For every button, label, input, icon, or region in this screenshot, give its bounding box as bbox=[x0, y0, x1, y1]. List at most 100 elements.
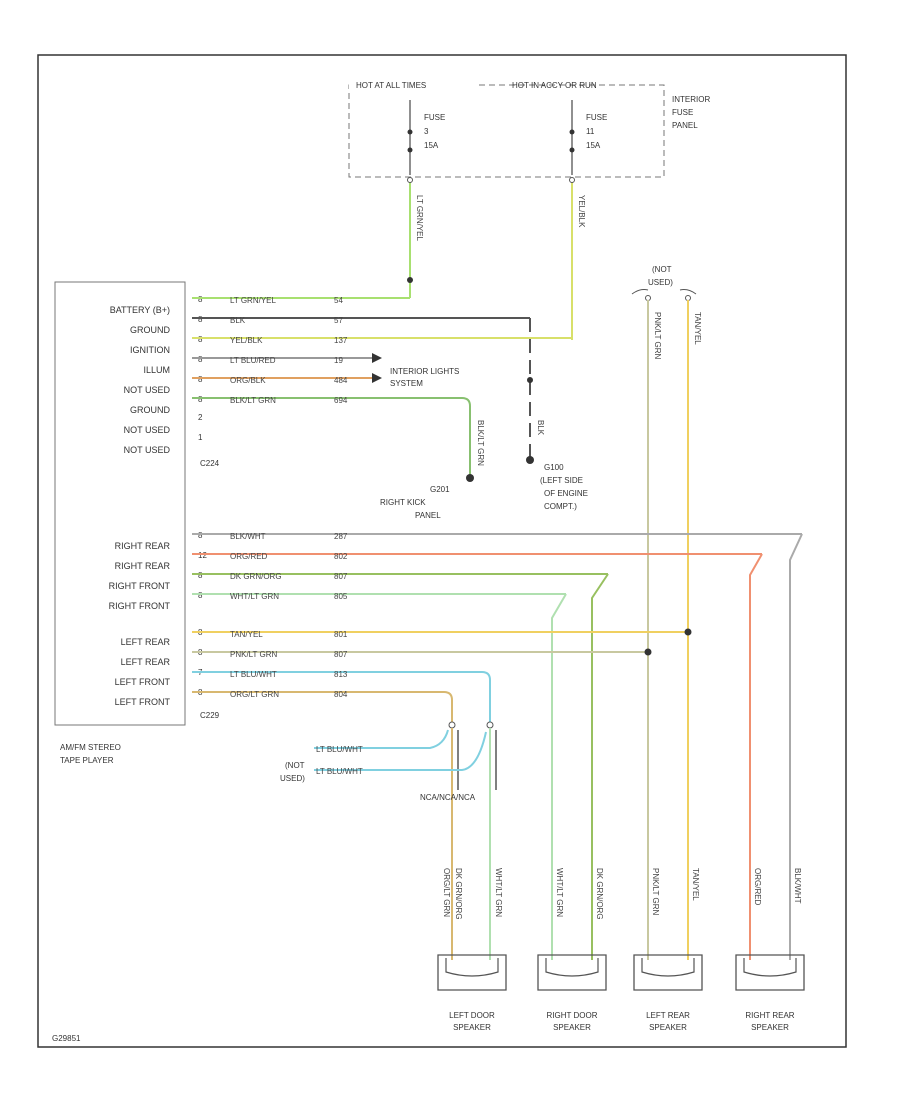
wire-circuit-label: 137 bbox=[334, 336, 348, 345]
c229-wires: BLK/WHT 287 ORG/RED 802 DK GRN/ORG 807 W… bbox=[192, 532, 803, 960]
speaker-name-2: SPEAKER bbox=[553, 1023, 591, 1032]
fuse-3-name: FUSE bbox=[424, 113, 445, 122]
pin-number: 8 bbox=[198, 571, 203, 580]
connector-id-c224: C224 bbox=[200, 459, 220, 468]
wire-label-fuse11: YEL/BLK bbox=[577, 195, 586, 228]
wire-circuit-label: 802 bbox=[334, 552, 348, 561]
pin-label: LEFT REAR bbox=[121, 637, 171, 647]
wire-circuit-label: 54 bbox=[334, 296, 343, 305]
hot-at-all-times-label: HOT AT ALL TIMES bbox=[356, 81, 426, 90]
pin-label: NOT USED bbox=[124, 445, 171, 455]
speaker-wire-label: DK GRN/ORG bbox=[595, 868, 604, 920]
not-used-top-2: USED) bbox=[648, 278, 673, 287]
pin-label: GROUND bbox=[130, 405, 170, 415]
fuse-panel-label-3: PANEL bbox=[672, 121, 698, 130]
connector-c224: BATTERY (B+) GROUND IGNITION ILLUM NOT U… bbox=[110, 295, 220, 468]
splice-label: NCA/NCA/NCA bbox=[420, 793, 476, 802]
speaker-right-door: RIGHT DOOR SPEAKER bbox=[537, 954, 607, 1032]
speaker-wire-label: BLK/WHT bbox=[793, 868, 802, 904]
speaker-wire-label: PNK/LT GRN bbox=[651, 868, 660, 915]
wire-color-label: ORG/RED bbox=[230, 552, 268, 561]
pin-label: RIGHT FRONT bbox=[109, 601, 171, 611]
speaker-name-1: RIGHT DOOR bbox=[547, 1011, 598, 1020]
wire-circuit-label: 801 bbox=[334, 630, 348, 639]
pin-label: IGNITION bbox=[130, 345, 170, 355]
pin-label: ILLUM bbox=[143, 365, 170, 375]
wire-color-label: TAN/YEL bbox=[230, 630, 263, 639]
pin-label: RIGHT REAR bbox=[115, 541, 171, 551]
speaker-wire-label: ORG/RED bbox=[753, 868, 762, 906]
wire-color-label: LT BLU/WHT bbox=[230, 670, 277, 679]
speaker-name-1: LEFT REAR bbox=[646, 1011, 690, 1020]
wire-circuit-label: 805 bbox=[334, 592, 348, 601]
interior-lights-label-2: SYSTEM bbox=[390, 379, 423, 388]
radio-label-1: AM/FM STEREO bbox=[60, 743, 121, 752]
pin-label: LEFT FRONT bbox=[115, 697, 171, 707]
wire-color-label: ORG/LT GRN bbox=[230, 690, 279, 699]
radio-label-2: TAPE PLAYER bbox=[60, 756, 114, 765]
wire-circuit-label: 694 bbox=[334, 396, 348, 405]
interior-lights-label-1: INTERIOR LIGHTS bbox=[390, 367, 459, 376]
pin-label: LEFT FRONT bbox=[115, 677, 171, 687]
ground-g100-line3: COMPT.) bbox=[544, 502, 577, 511]
pin-label: NOT USED bbox=[124, 385, 171, 395]
speaker-wire-label: ORG/LT GRN bbox=[442, 868, 451, 917]
pin-number: 8 bbox=[198, 355, 203, 364]
wire-color-label: ORG/BLK bbox=[230, 376, 266, 385]
wire-color-label: LT BLU/RED bbox=[230, 356, 276, 365]
speaker-name-1: LEFT DOOR bbox=[449, 1011, 495, 1020]
wire-color-label: LT GRN/YEL bbox=[230, 296, 276, 305]
pin-label: RIGHT REAR bbox=[115, 561, 171, 571]
pin-label: LEFT REAR bbox=[121, 657, 171, 667]
pin-number: 8 bbox=[198, 335, 203, 344]
ground-g201-id: G201 bbox=[430, 485, 450, 494]
ground-g201-wire-label: BLK/LT GRN bbox=[476, 420, 485, 466]
not-used-left-2: USED) bbox=[280, 774, 305, 783]
fuse-3-amps: 15A bbox=[424, 141, 439, 150]
speaker-right-rear: RIGHT REAR SPEAKER bbox=[735, 954, 805, 1032]
ground-g100-line1: (LEFT SIDE bbox=[540, 476, 583, 485]
ground-g100-line2: OF ENGINE bbox=[544, 489, 588, 498]
wire-label-nu-tan: TAN/YEL bbox=[693, 312, 702, 345]
fuse-panel-label-2: FUSE bbox=[672, 108, 693, 117]
wire-circuit-label: 807 bbox=[334, 572, 348, 581]
interior-fuse-panel: HOT AT ALL TIMES HOT IN ACCY OR RUN FUSE… bbox=[348, 80, 710, 178]
speaker-name-1: RIGHT REAR bbox=[745, 1011, 794, 1020]
wire-color-label: BLK bbox=[230, 316, 246, 325]
pin-number: 12 bbox=[198, 551, 207, 560]
connector-c229: RIGHT REAR RIGHT REAR RIGHT FRONT RIGHT … bbox=[109, 531, 220, 720]
speaker-name-2: SPEAKER bbox=[751, 1023, 789, 1032]
connector-id-c229: C229 bbox=[200, 711, 220, 720]
speaker-left-rear: LEFT REAR SPEAKER bbox=[633, 954, 703, 1032]
wire-label-nu-pnk: PNK/LT GRN bbox=[653, 312, 662, 359]
not-used-wire-1: LT BLU/WHT bbox=[316, 745, 363, 754]
wire-color-label: WHT/LT GRN bbox=[230, 592, 279, 601]
not-used-wire-2: LT BLU/WHT bbox=[316, 767, 363, 776]
ground-g201-line1: RIGHT KICK bbox=[380, 498, 426, 507]
pin-label: NOT USED bbox=[124, 425, 171, 435]
fuse-3-number: 3 bbox=[424, 127, 429, 136]
wire-color-label: BLK/WHT bbox=[230, 532, 266, 541]
wire-circuit-label: 807 bbox=[334, 650, 348, 659]
wire-circuit-label: 287 bbox=[334, 532, 348, 541]
fuse-11-amps: 15A bbox=[586, 141, 601, 150]
pin-number: 8 bbox=[198, 295, 203, 304]
wire-circuit-label: 484 bbox=[334, 376, 348, 385]
pin-number: 2 bbox=[198, 413, 203, 422]
ground-g100-id: G100 bbox=[544, 463, 564, 472]
ground-g100-wire-label: BLK bbox=[536, 420, 545, 436]
speaker-wire-label: WHT/LT GRN bbox=[555, 868, 564, 917]
wire-color-label: YEL/BLK bbox=[230, 336, 263, 345]
c224-wires: LT GRN/YEL 54 BLK 57 YEL/BLK 137 LT BLU/… bbox=[192, 296, 572, 482]
pin-number: 8 bbox=[198, 315, 203, 324]
hot-accy-run-label: HOT IN ACCY OR RUN bbox=[512, 81, 597, 90]
fuse-panel-label-1: INTERIOR bbox=[672, 95, 710, 104]
fuse-11-name: FUSE bbox=[586, 113, 607, 122]
not-used-left-1: (NOT bbox=[285, 761, 305, 770]
wire-circuit-label: 804 bbox=[334, 690, 348, 699]
pin-label: BATTERY (B+) bbox=[110, 305, 170, 315]
wire-color-label: PNK/LT GRN bbox=[230, 650, 277, 659]
ground-g201-line2: PANEL bbox=[415, 511, 441, 520]
pin-number: 8 bbox=[198, 591, 203, 600]
speaker-name-2: SPEAKER bbox=[649, 1023, 687, 1032]
